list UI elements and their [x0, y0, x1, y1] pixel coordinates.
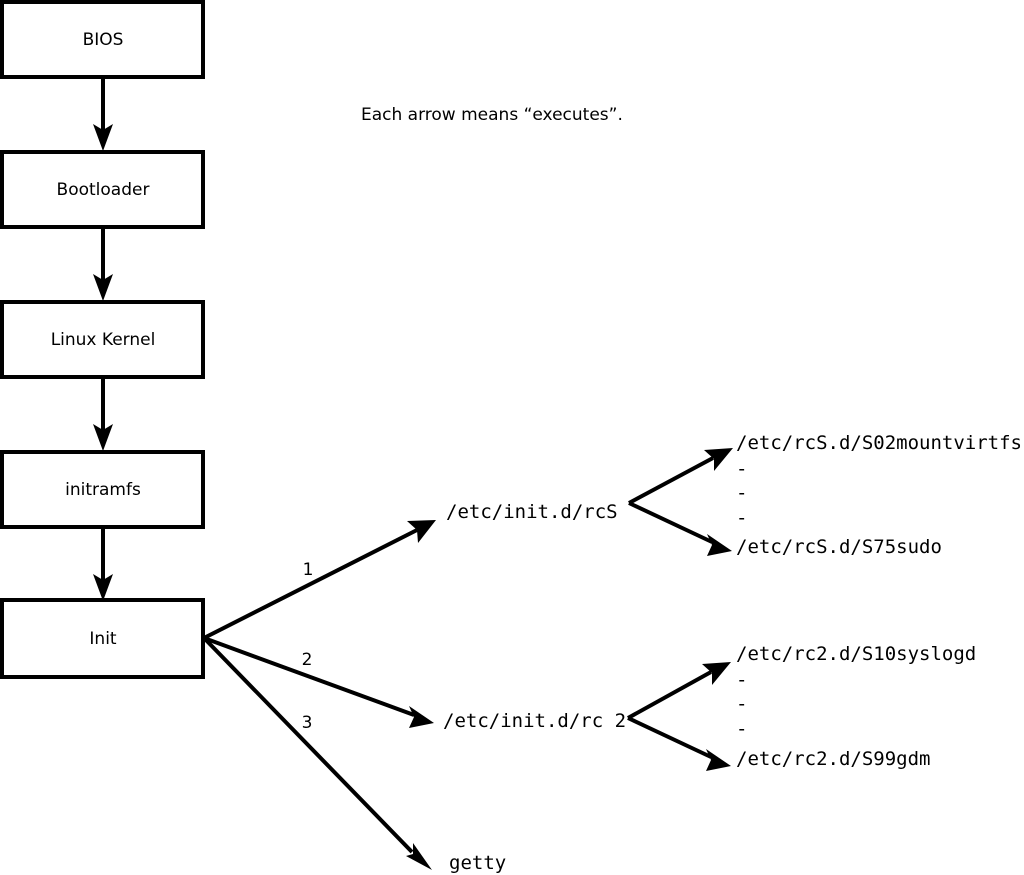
rcs-branch-arrow-last — [628, 501, 732, 556]
target-label-rcs: /etc/init.d/rcS — [446, 501, 618, 523]
rcs-ellipsis-3: - — [736, 507, 747, 529]
target-label-rc2: /etc/init.d/rc 2 — [443, 710, 626, 732]
branch-number-3: 3 — [302, 713, 313, 733]
box-bootloader[interactable]: Bootloader — [0, 150, 205, 229]
box-bios-label: BIOS — [83, 30, 124, 50]
rc2-ellipsis-2: - — [736, 693, 747, 715]
box-linux-kernel-label: Linux Kernel — [51, 330, 156, 350]
branch-arrow-1 — [203, 520, 436, 640]
rc2-ellipsis-3: - — [736, 718, 747, 740]
box-init-label: Init — [89, 629, 117, 649]
chain-arrow-bios-to-bootloader — [93, 77, 113, 151]
box-bootloader-label: Bootloader — [57, 180, 150, 200]
rc2-script-first: /etc/rc2.d/S10syslogd — [736, 643, 976, 665]
chain-arrow-initramfs-to-init — [93, 527, 113, 601]
box-initramfs[interactable]: initramfs — [0, 450, 205, 529]
box-linux-kernel[interactable]: Linux Kernel — [0, 300, 205, 379]
chain-arrow-bootloader-to-kernel — [93, 227, 113, 301]
rc2-ellipsis-1: - — [736, 669, 747, 691]
branch-number-2: 2 — [302, 650, 313, 670]
branch-arrow-3 — [202, 636, 432, 870]
rcs-script-first: /etc/rcS.d/S02mountvirtfs — [736, 432, 1022, 454]
box-bios[interactable]: BIOS — [0, 0, 205, 79]
box-init[interactable]: Init — [0, 598, 205, 679]
chain-arrow-kernel-to-initramfs — [93, 377, 113, 451]
rcs-ellipsis-1: - — [736, 458, 747, 480]
rcs-branch-arrow-first — [628, 448, 733, 505]
caption-text: Each arrow means “executes”. — [361, 105, 623, 125]
rc2-script-last: /etc/rc2.d/S99gdm — [736, 748, 930, 770]
branch-number-1: 1 — [303, 560, 314, 580]
rc2-branch-arrow-first — [627, 662, 731, 720]
target-label-getty: getty — [449, 852, 506, 874]
rcs-ellipsis-2: - — [736, 482, 747, 504]
branch-arrow-2 — [203, 636, 434, 728]
rc2-branch-arrow-last — [627, 716, 731, 771]
rcs-script-last: /etc/rcS.d/S75sudo — [736, 536, 942, 558]
box-initramfs-label: initramfs — [65, 480, 141, 500]
